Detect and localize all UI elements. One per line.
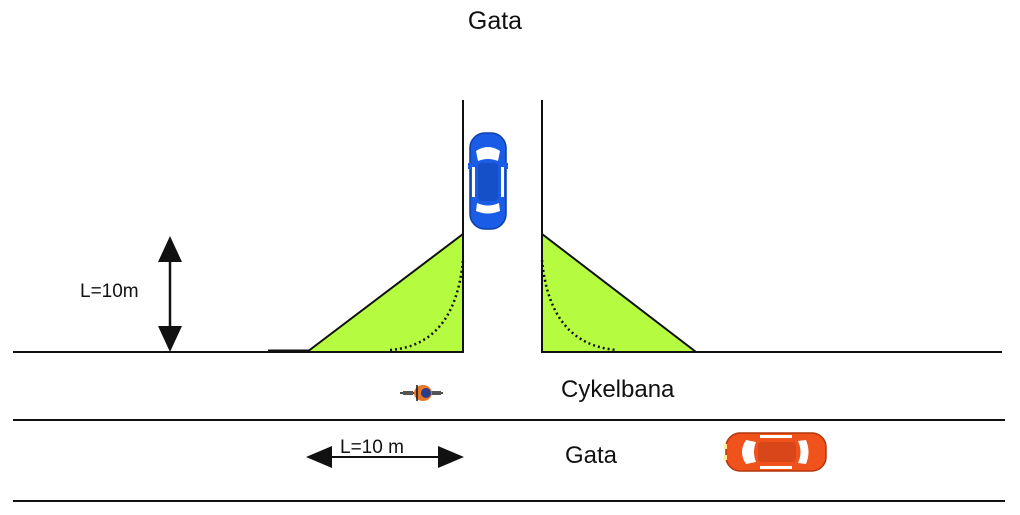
- lower-street-label: Gata: [565, 442, 618, 469]
- vertical-distance-label: L=10m: [80, 281, 139, 302]
- right-sight-arc: [540, 259, 618, 352]
- bike-lane-label: Cykelbana: [561, 376, 675, 403]
- car-red-icon: [724, 432, 827, 472]
- top-street-label: Gata: [467, 7, 523, 35]
- vertical-distance-arrow: [158, 236, 182, 352]
- left-sight-triangle: [304, 231, 464, 353]
- right-sight-triangle: [541, 231, 699, 353]
- car-blue-icon: [468, 132, 508, 230]
- horizontal-distance-label: L=10 m: [340, 437, 404, 458]
- horizontal-distance-arrow: [306, 446, 464, 468]
- cyclist-icon: [400, 385, 443, 401]
